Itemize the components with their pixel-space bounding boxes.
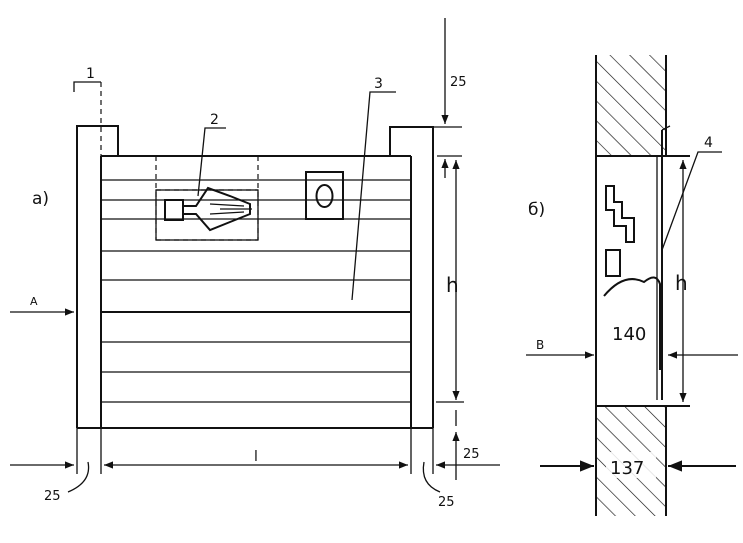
latch-section-symbol — [605, 249, 621, 277]
callout-2-label: 2 — [210, 112, 219, 128]
left-post — [76, 125, 119, 428]
bottom-right-dim-label: 25 — [463, 447, 480, 462]
top-dim-label: 25 — [450, 75, 467, 90]
cutout-outline — [603, 276, 661, 370]
section-a-label: А — [30, 295, 38, 308]
right-post — [389, 126, 434, 428]
height-dim-label: h — [446, 273, 459, 297]
callout-3-label: 3 — [374, 76, 383, 92]
callout-2-leader — [197, 127, 226, 197]
door-leaf-top — [661, 125, 671, 131]
bottom-mid-dim-leader — [422, 461, 441, 493]
callout-1-label: 1 — [86, 66, 95, 82]
width-dim-label: l — [254, 449, 258, 465]
lock-assembly — [155, 186, 259, 241]
section-b-label: В — [536, 338, 544, 352]
view-b-label: б) — [528, 200, 545, 220]
wall-upper — [596, 55, 666, 156]
view-a-label: а) — [32, 189, 49, 209]
handle-plate — [305, 171, 344, 220]
board-lines — [101, 179, 411, 403]
callout-1-leader — [73, 81, 101, 92]
bottom-left-dim-label: 25 — [44, 489, 61, 504]
lock-section-symbol — [605, 185, 635, 243]
callout-3-leader — [351, 91, 396, 301]
wall-dim-label-bg — [606, 452, 656, 478]
bottom-left-dim-leader — [67, 461, 90, 493]
b-height-dim-label: h — [675, 271, 688, 295]
callout-4-label: 4 — [704, 135, 713, 151]
view-b: б) 140 h 4 В 137 — [526, 55, 738, 516]
bottom-mid-dim-label: 25 — [438, 495, 455, 510]
callout-4-leader — [661, 151, 722, 251]
inner-dim-label: 140 — [612, 324, 646, 345]
view-a: а) — [10, 18, 500, 510]
wall-dim-label: 137 — [610, 458, 644, 479]
